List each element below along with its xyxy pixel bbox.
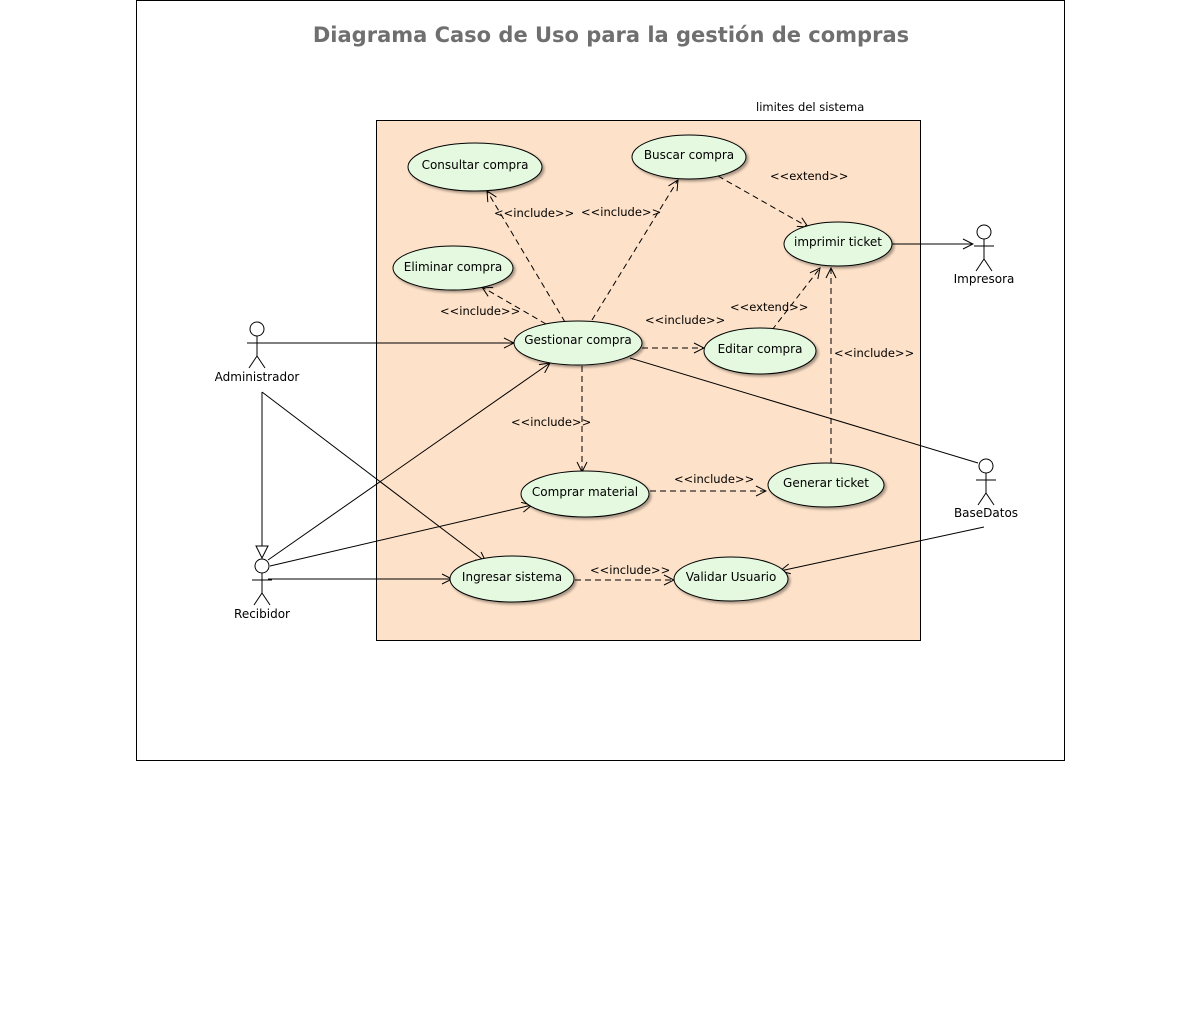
usecase-editar-compra[interactable]: Editar compra xyxy=(703,327,817,375)
actor-label: BaseDatos xyxy=(954,506,1018,520)
usecase-label: Ingresar sistema xyxy=(462,570,562,584)
dep-gestionar-consultar xyxy=(487,191,566,323)
actor-administrador[interactable]: Administrador xyxy=(215,321,300,384)
assoc-basedatos-validar xyxy=(780,526,985,571)
label-include-consultar: <<include>> xyxy=(494,206,574,220)
usecases: Consultar compra Buscar compra Eliminar … xyxy=(392,134,893,603)
actor-basedatos[interactable]: BaseDatos xyxy=(954,458,1018,520)
label-include-buscar: <<include>> xyxy=(581,205,661,219)
usecase-consultar-compra[interactable]: Consultar compra xyxy=(407,142,543,192)
system-boundary xyxy=(376,120,921,641)
assoc-recibidor-gestionar xyxy=(267,363,550,561)
actor-icon xyxy=(976,458,996,506)
usecase-buscar-compra[interactable]: Buscar compra xyxy=(631,134,747,180)
usecase-label: Consultar compra xyxy=(422,158,529,172)
usecase-gestionar-compra[interactable]: Gestionar compra xyxy=(513,320,643,366)
usecase-label: Comprar material xyxy=(532,485,638,499)
label-extend-editar: <<extend>> xyxy=(730,300,808,314)
usecase-generar-ticket[interactable]: Generar ticket xyxy=(767,462,885,508)
actor-label: Impresora xyxy=(954,272,1015,286)
dep-buscar-imprimir xyxy=(717,175,808,227)
dep-gestionar-eliminar xyxy=(482,287,547,325)
label-include-comprar: <<include>> xyxy=(511,415,591,429)
actor-icon xyxy=(974,224,994,272)
usecase-label: imprimir ticket xyxy=(794,235,882,249)
actor-label: Administrador xyxy=(215,370,300,384)
usecase-label: Validar Usuario xyxy=(686,570,777,584)
usecase-eliminar-compra[interactable]: Eliminar compra xyxy=(392,245,514,291)
actor-icon xyxy=(247,321,267,369)
dep-editar-imprimir xyxy=(771,268,820,331)
usecase-comprar-material[interactable]: Comprar material xyxy=(520,470,650,518)
usecase-label: Editar compra xyxy=(718,342,803,356)
label-include-eliminar: <<include>> xyxy=(440,304,520,318)
label-extend-buscar: <<extend>> xyxy=(770,169,848,183)
label-include-generar: <<include>> xyxy=(674,472,754,486)
usecase-label: Gestionar compra xyxy=(524,333,632,347)
usecase-validar-usuario[interactable]: Validar Usuario xyxy=(673,556,789,602)
label-include-validar: <<include>> xyxy=(590,563,670,577)
assoc-gestionar-basedatos xyxy=(629,357,979,464)
relation-labels: <<include>> <<include>> <<extend>> <<inc… xyxy=(440,169,914,577)
usecase-label: Generar ticket xyxy=(783,476,869,490)
actor-recibidor[interactable]: Recibidor xyxy=(234,558,290,621)
actor-icon xyxy=(252,558,272,606)
actor-label: Recibidor xyxy=(234,607,290,621)
dep-gestionar-buscar xyxy=(591,180,678,321)
usecase-label: Eliminar compra xyxy=(404,260,503,274)
actor-impresora[interactable]: Impresora xyxy=(954,224,1015,286)
label-include-imprimir: <<include>> xyxy=(834,346,914,360)
usecase-label: Buscar compra xyxy=(644,148,734,162)
usecase-imprimir-ticket[interactable]: imprimir ticket xyxy=(783,221,893,267)
label-include-editar: <<include>> xyxy=(645,313,725,327)
assoc-recibidor-comprar xyxy=(269,505,532,567)
diagram-title: Diagrama Caso de Uso para la gestión de … xyxy=(313,23,909,47)
assoc-admin-ingresar xyxy=(261,391,486,562)
system-boundary-label: limites del sistema xyxy=(756,100,864,114)
associations xyxy=(258,244,985,579)
usecase-ingresar-sistema[interactable]: Ingresar sistema xyxy=(449,555,575,603)
dependencies xyxy=(482,175,831,580)
